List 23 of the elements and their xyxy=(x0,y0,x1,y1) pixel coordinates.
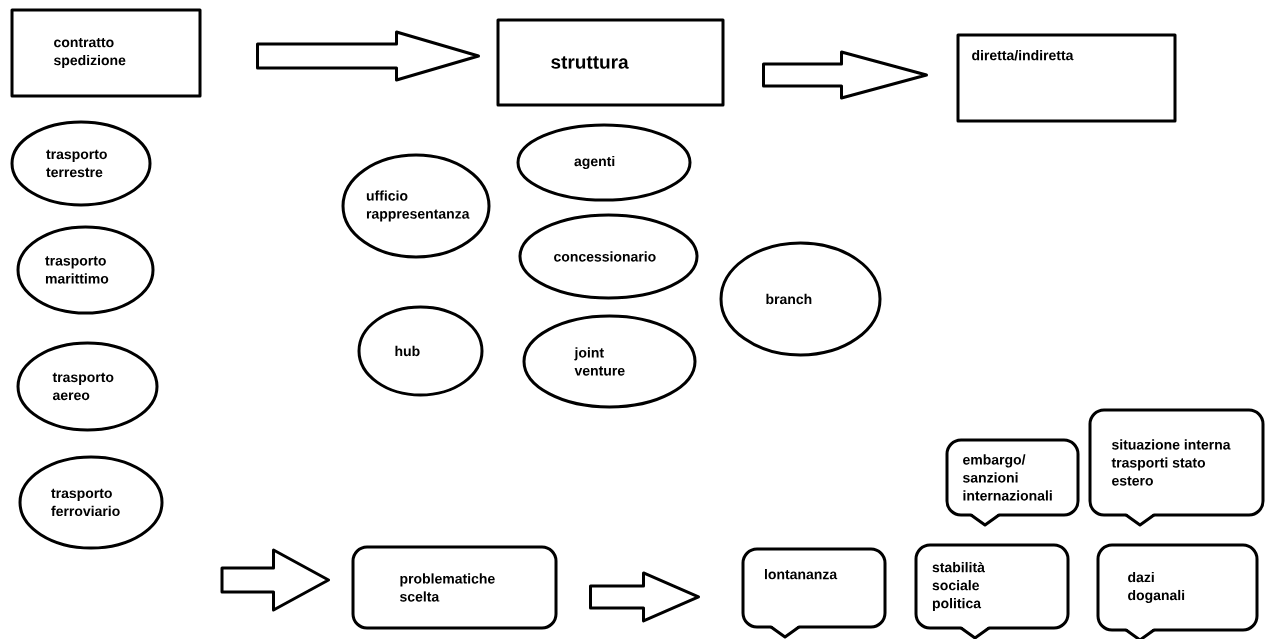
ellipse-node: trasporto aereo xyxy=(16,341,159,432)
ellipse-node: trasporto ferroviario xyxy=(18,455,164,550)
ellipse-node: trasporto terrestre xyxy=(10,120,152,207)
process-box: contratto spedizione xyxy=(10,8,202,98)
block-arrow xyxy=(762,50,928,100)
ellipse-node: ufficio rappresentanza xyxy=(341,153,491,259)
speech-bubble: stabilità sociale politica xyxy=(914,543,1070,639)
ellipse-node: concessionario xyxy=(518,213,699,300)
speech-bubble: dazi doganali xyxy=(1096,543,1259,639)
block-arrow xyxy=(220,548,330,612)
speech-bubble: embargo/ sanzioni internazionali xyxy=(945,438,1080,527)
process-box: struttura xyxy=(496,18,725,107)
speech-bubble: lontananza xyxy=(741,547,887,639)
ellipse-node: branch xyxy=(719,241,882,357)
block-arrow xyxy=(256,30,480,82)
ellipse-node: trasporto marittimo xyxy=(16,225,155,315)
speech-bubble: situazione interna trasporti stato estero xyxy=(1088,408,1265,527)
rounded-box: problematiche scelta xyxy=(351,545,558,630)
block-arrow xyxy=(589,571,700,623)
process-box: diretta/indiretta xyxy=(956,33,1177,123)
ellipse-node: hub xyxy=(357,305,484,397)
ellipse-node: joint venture xyxy=(522,314,697,409)
ellipse-node: agenti xyxy=(516,123,692,202)
